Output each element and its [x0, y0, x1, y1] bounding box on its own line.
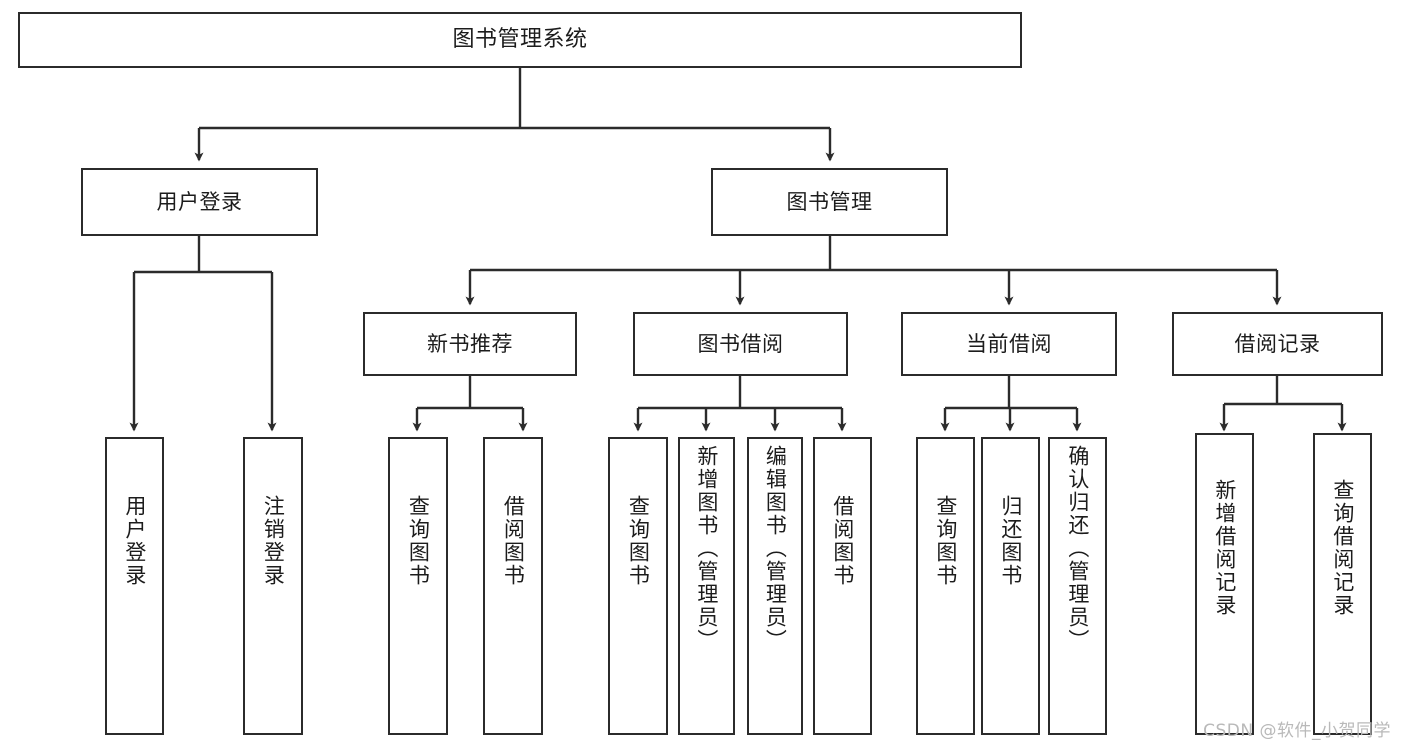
- node-label: 用户登录: [122, 495, 147, 587]
- leaf-confirm-return-admin[interactable]: 确认归还（管理员）: [1048, 437, 1107, 735]
- watermark: CSDN @软件_小贺同学: [1203, 721, 1391, 741]
- leaf-borrow-book[interactable]: 借阅图书: [813, 437, 872, 735]
- node-label: 新书推荐: [427, 331, 513, 356]
- leaf-borrow-book-recommend[interactable]: 借阅图书: [483, 437, 543, 735]
- node-label: 图书管理系统: [452, 27, 588, 53]
- node-label: 确认归还（管理员）: [1065, 445, 1090, 652]
- node-label: 图书借阅: [697, 331, 784, 356]
- node-label: 借阅图书: [830, 495, 855, 587]
- node-label: 注销登录: [261, 495, 286, 587]
- node-label: 查询图书: [626, 495, 651, 587]
- node-book-management-system[interactable]: 图书管理系统: [18, 12, 1022, 68]
- node-current-borrow[interactable]: 当前借阅: [901, 312, 1117, 376]
- leaf-query-book-recommend[interactable]: 查询图书: [388, 437, 448, 735]
- node-label: 查询借阅记录: [1330, 479, 1355, 617]
- node-label: 查询图书: [406, 495, 431, 587]
- leaf-logout[interactable]: 注销登录: [243, 437, 303, 735]
- leaf-edit-book-admin[interactable]: 编辑图书（管理员）: [747, 437, 803, 735]
- node-label: 新增图书（管理员）: [694, 445, 719, 652]
- node-label: 借阅图书: [501, 495, 526, 587]
- leaf-user-login[interactable]: 用户登录: [105, 437, 164, 735]
- node-label: 借阅记录: [1234, 331, 1321, 356]
- leaf-query-book-borrow[interactable]: 查询图书: [608, 437, 668, 735]
- leaf-query-book-current[interactable]: 查询图书: [916, 437, 975, 735]
- node-book-management[interactable]: 图书管理: [711, 168, 948, 236]
- node-label: 新增借阅记录: [1212, 479, 1237, 617]
- node-label: 当前借阅: [966, 331, 1052, 356]
- leaf-add-book-admin[interactable]: 新增图书（管理员）: [678, 437, 735, 735]
- leaf-return-book[interactable]: 归还图书: [981, 437, 1040, 735]
- node-label: 编辑图书（管理员）: [763, 445, 788, 652]
- node-label: 用户登录: [156, 189, 243, 214]
- node-new-book-recommend[interactable]: 新书推荐: [363, 312, 577, 376]
- leaf-add-borrow-record[interactable]: 新增借阅记录: [1195, 433, 1254, 735]
- node-user-login[interactable]: 用户登录: [81, 168, 318, 236]
- node-label: 图书管理: [786, 189, 873, 214]
- node-book-borrow[interactable]: 图书借阅: [633, 312, 848, 376]
- leaf-query-borrow-record[interactable]: 查询借阅记录: [1313, 433, 1372, 735]
- node-label: 查询图书: [933, 495, 958, 587]
- node-borrow-record[interactable]: 借阅记录: [1172, 312, 1383, 376]
- node-label: 归还图书: [998, 495, 1023, 587]
